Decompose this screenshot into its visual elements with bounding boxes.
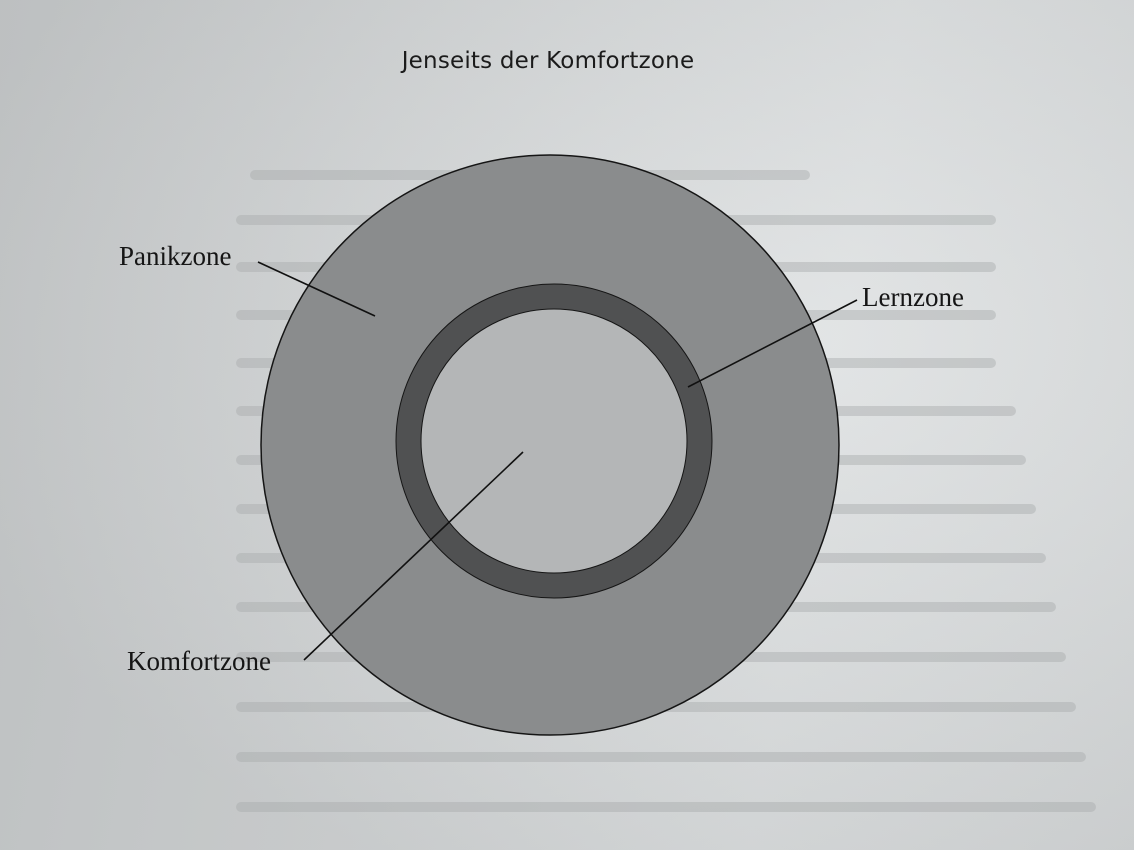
diagram-title: Jenseits der Komfortzone <box>401 48 695 74</box>
panic-zone-leader-line <box>257 261 376 317</box>
panic-zone-label: Panikzone <box>119 241 231 271</box>
learning-zone-leader-line <box>687 299 858 388</box>
comfort-zone-leader-line <box>303 451 524 661</box>
comfort-zone-circle <box>420 308 688 574</box>
comfort-zone-label: Komfortzone <box>127 646 271 676</box>
learning-zone-label: Lernzone <box>862 282 964 312</box>
